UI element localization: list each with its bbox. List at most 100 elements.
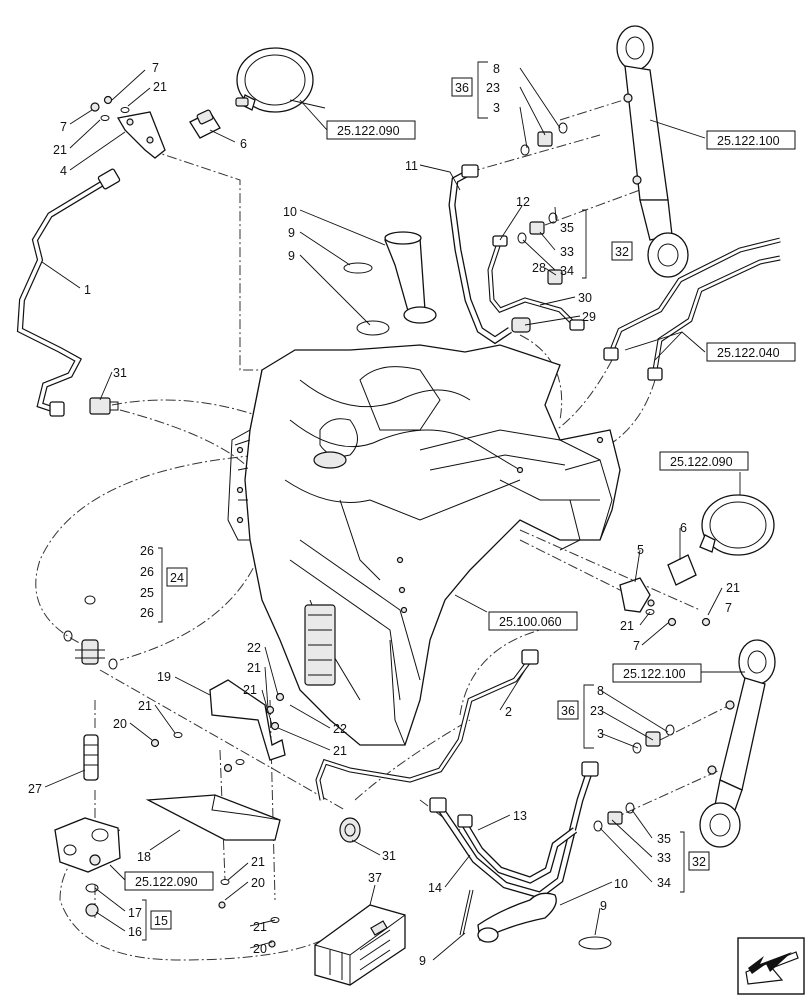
group-brackets [142, 61, 685, 941]
crate-37 [314, 904, 406, 986]
accumulator-top [189, 47, 314, 139]
reference-boxes: 25.122.090 25.122.100 25.122.040 25.122.… [109, 99, 796, 891]
front-frame-casting [227, 344, 621, 746]
callout-30: 30 [578, 291, 592, 305]
callout-10: 10 [614, 877, 628, 891]
callout-labels: 7 21 7 21 4 1 6 31 10 9 9 11 12 28 30 29… [28, 61, 740, 968]
fittings-bottom-right [593, 724, 675, 832]
callout-7: 7 [725, 601, 732, 615]
callout-9: 9 [288, 226, 295, 240]
group-boxes: 36 32 24 36 32 15 [150, 77, 710, 930]
callout-35: 35 [657, 832, 671, 846]
callout-3: 3 [597, 727, 604, 741]
callout-17: 17 [128, 906, 142, 920]
callout-6: 6 [240, 137, 247, 151]
callout-27: 27 [28, 782, 42, 796]
callout-25: 25 [140, 586, 154, 600]
ref-label-4[interactable]: 25.122.090 [670, 455, 733, 469]
group-label-15: 15 [154, 914, 168, 928]
callout-26: 26 [140, 544, 154, 558]
hoses-13-14 [429, 761, 599, 899]
callout-20: 20 [113, 717, 127, 731]
callout-12: 12 [516, 195, 530, 209]
callout-8: 8 [493, 62, 500, 76]
ref-label-2[interactable]: 25.122.100 [717, 134, 780, 148]
callout-37: 37 [368, 871, 382, 885]
callout-34: 34 [560, 264, 574, 278]
hose-11 [448, 164, 512, 345]
callout-22: 22 [333, 722, 347, 736]
callout-14: 14 [428, 881, 442, 895]
valve-bottom-left [54, 817, 121, 917]
fittings-top-right [517, 122, 568, 244]
callout-29: 29 [582, 310, 596, 324]
bracket-4 [90, 95, 166, 159]
pipe-1 [16, 168, 121, 417]
callout-21: 21 [251, 855, 265, 869]
callout-21: 21 [243, 683, 257, 697]
callout-33: 33 [560, 245, 574, 259]
pipe-2 [315, 649, 539, 801]
callout-20: 20 [253, 942, 267, 956]
group-label-32-bottom: 32 [692, 855, 706, 869]
callout-1: 1 [84, 283, 91, 297]
callout-35: 35 [560, 221, 574, 235]
callout-9: 9 [600, 899, 607, 913]
hose-10-bottom [459, 889, 612, 950]
leader-lines [41, 67, 745, 961]
callout-28: 28 [532, 261, 546, 275]
group-label-24: 24 [170, 571, 184, 585]
accumulator-right [667, 494, 775, 586]
ref-label-1[interactable]: 25.122.090 [337, 124, 400, 138]
callout-20: 20 [251, 876, 265, 890]
callout-33: 33 [657, 851, 671, 865]
callout-7: 7 [60, 120, 67, 134]
ref-label-6[interactable]: 25.122.100 [623, 667, 686, 681]
callout-5: 5 [637, 543, 644, 557]
callout-10: 10 [283, 205, 297, 219]
callout-21: 21 [726, 581, 740, 595]
group-label-36-top: 36 [455, 81, 469, 95]
callout-8: 8 [597, 684, 604, 698]
bracket-5 [619, 577, 711, 627]
pipes-right [603, 237, 781, 381]
callout-18: 18 [137, 850, 151, 864]
callout-9: 9 [288, 249, 295, 263]
callout-4: 4 [60, 164, 67, 178]
callout-31: 31 [382, 849, 396, 863]
callout-21: 21 [153, 80, 167, 94]
callout-21: 21 [53, 143, 67, 157]
group-label-36-bottom: 36 [561, 704, 575, 718]
callout-31: 31 [113, 366, 127, 380]
ref-label-5[interactable]: 25.100.060 [499, 615, 562, 629]
hose-10-top [343, 231, 437, 336]
pipe-27 [83, 734, 99, 781]
callout-3: 3 [493, 101, 500, 115]
callout-21: 21 [138, 699, 152, 713]
shield-18 [145, 794, 281, 841]
pipe-12 [487, 235, 585, 333]
callout-21: 21 [620, 619, 634, 633]
callout-7: 7 [633, 639, 640, 653]
bracket-19 [150, 679, 286, 773]
callout-19: 19 [157, 670, 171, 684]
cylinder-top [616, 25, 689, 278]
callout-26: 26 [140, 565, 154, 579]
callout-9: 9 [419, 954, 426, 968]
callout-13: 13 [513, 809, 527, 823]
callout-34: 34 [657, 876, 671, 890]
callout-21: 21 [247, 661, 261, 675]
ref-label-3[interactable]: 25.122.040 [717, 346, 780, 360]
callout-21: 21 [253, 920, 267, 934]
ref-label-7[interactable]: 25.122.090 [135, 875, 198, 889]
next-arrow-icon[interactable] [737, 937, 805, 995]
small-bolts-bottom [218, 879, 280, 948]
callout-23: 23 [590, 704, 604, 718]
callout-21: 21 [333, 744, 347, 758]
callout-23: 23 [486, 81, 500, 95]
cylinder-bottom [699, 639, 776, 848]
valve-25 [63, 595, 118, 670]
callout-26: 26 [140, 606, 154, 620]
callout-22: 22 [247, 641, 261, 655]
